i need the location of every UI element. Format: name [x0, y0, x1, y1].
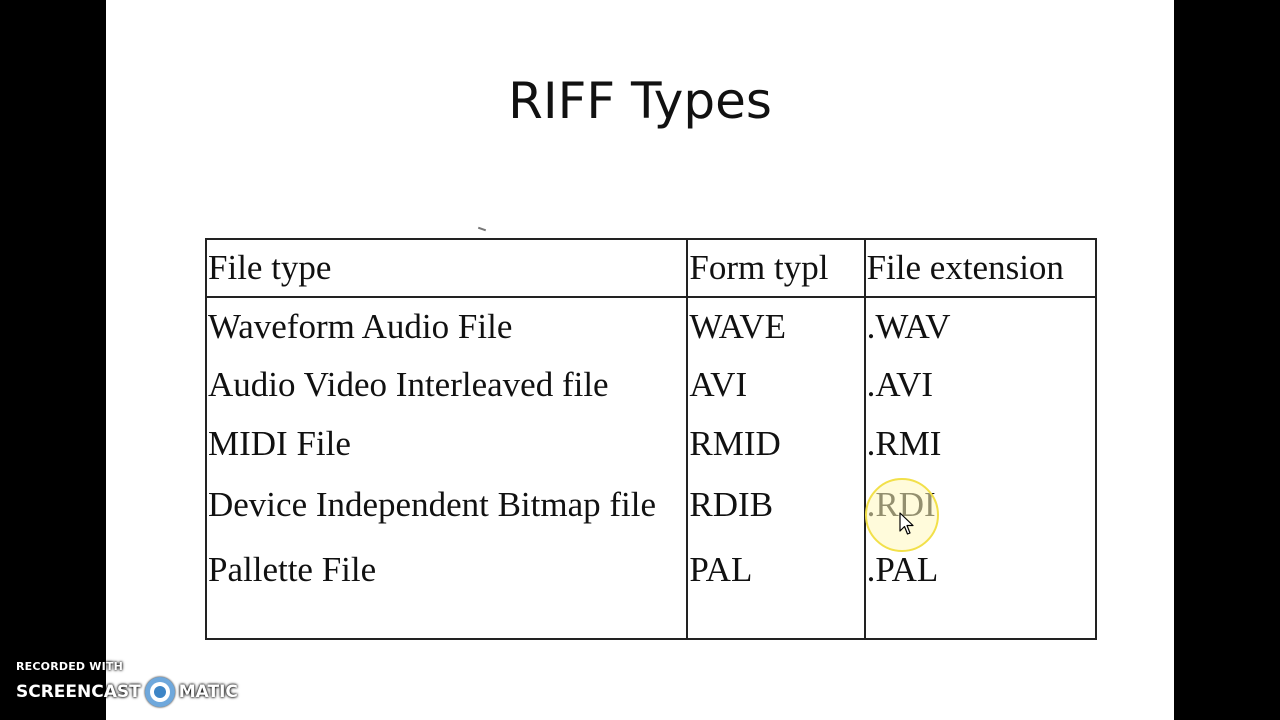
mouse-pointer-icon — [899, 512, 914, 535]
watermark-brand-left: SCREENCAST — [16, 682, 141, 702]
table-row: Device Independent Bitmap file RDIB .RDI — [206, 474, 1096, 536]
cell-form-type: PAL — [687, 536, 866, 639]
cell-file-extension: .AVI — [866, 365, 934, 404]
table-row: Waveform Audio File WAVE .WAV — [206, 297, 1096, 356]
header-form-type: Form typl — [687, 239, 866, 298]
header-file-type: File type — [206, 239, 689, 298]
cell-form-type: RDIB — [687, 474, 866, 536]
cell-form-type: AVI — [687, 356, 866, 414]
screencast-o-matic-logo-icon — [144, 677, 175, 707]
recording-watermark: RECORDED WITH SCREENCAST MATIC — [16, 660, 238, 710]
cell-file-type: Audio Video Interleaved file — [206, 356, 689, 414]
table-row: Pallette File PAL .PAL — [206, 536, 1096, 639]
riff-types-table: File type Form typl File extension Wavef… — [205, 238, 1097, 640]
watermark-brand: SCREENCAST MATIC — [16, 674, 238, 710]
cursor-highlight — [865, 478, 939, 552]
cell-file-type: MIDI File — [206, 414, 689, 474]
slide-title: RIFF Types — [508, 72, 772, 130]
cell-form-type: RMID — [687, 414, 866, 474]
header-file-extension: File extension — [864, 239, 1096, 298]
watermark-caption: RECORDED WITH — [16, 660, 124, 673]
cell-file-extension: .RMI — [866, 424, 942, 463]
cell-file-type: Device Independent Bitmap file — [206, 474, 689, 536]
presentation-slide: RIFF Types File type Form typl File exte… — [106, 0, 1174, 720]
stray-mark — [477, 226, 487, 232]
cell-file-extension: .WAV — [866, 307, 951, 346]
cell-file-type: Waveform Audio File — [206, 297, 689, 356]
table-header-row: File type Form typl File extension — [206, 239, 1096, 298]
watermark-brand-right: MATIC — [178, 682, 238, 702]
cell-form-type: WAVE — [687, 297, 866, 356]
table-row: MIDI File RMID .RMI — [206, 414, 1096, 474]
cell-file-type: Pallette File — [206, 536, 689, 639]
table-row: Audio Video Interleaved file AVI .AVI — [206, 356, 1096, 414]
cell-file-extension: .PAL — [866, 550, 939, 589]
